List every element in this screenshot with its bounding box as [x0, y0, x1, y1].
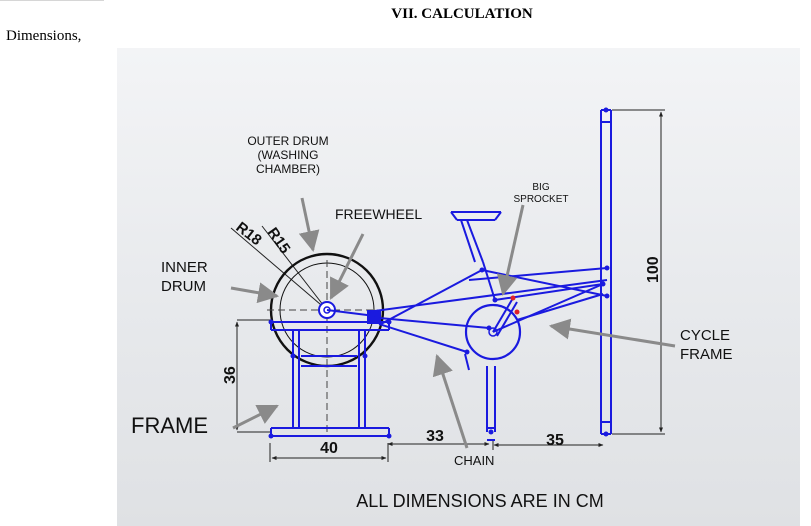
radius-r18-label: R18 — [233, 219, 265, 249]
dimension-lines — [230, 109, 665, 462]
height-100-label: 100 — [645, 256, 662, 283]
chain-label: CHAIN — [454, 453, 494, 468]
outer-drum-label: (WASHING — [258, 148, 319, 162]
height-36-label: 36 — [222, 366, 239, 384]
diagram-labels: OUTER DRUM (WASHING CHAMBER) FREEWHEEL I… — [131, 134, 733, 511]
bicycle-washing-machine-diagram: OUTER DRUM (WASHING CHAMBER) FREEWHEEL I… — [131, 107, 733, 511]
freewheel-label: FREEWHEEL — [335, 206, 422, 222]
inner-drum-label: DRUM — [161, 278, 206, 295]
big-sprocket-label: SPROCKET — [513, 194, 568, 205]
radius-r15-label: R15 — [264, 225, 294, 257]
diagram-canvas: OUTER DRUM (WASHING CHAMBER) FREEWHEEL I… — [117, 48, 800, 526]
drums — [267, 252, 387, 432]
big-sprocket-circle — [464, 303, 522, 361]
section-heading: VII. CALCULATION — [391, 6, 533, 22]
outer-drum-label: OUTER DRUM — [247, 134, 328, 148]
units-footnote: ALL DIMENSIONS ARE IN CM — [356, 491, 603, 511]
frame-label: FRAME — [131, 413, 208, 438]
frame-stand — [270, 309, 390, 437]
dimension-values: R18 R15 36 40 33 35 100 — [222, 219, 662, 457]
inner-drum-label: INNER — [161, 259, 208, 276]
gap-33-label: 33 — [426, 428, 444, 445]
cycle-frame — [366, 109, 612, 441]
intro-text: Dimensions, — [6, 28, 82, 44]
top-rule — [0, 0, 104, 1]
freewheel-block — [367, 310, 381, 324]
cycle-frame-label: FRAME — [680, 346, 733, 363]
leader-arrows — [230, 197, 676, 449]
cycle-frame-label: CYCLE — [680, 327, 730, 344]
big-sprocket-label: BIG — [532, 182, 549, 193]
outer-drum-label: CHAMBER) — [256, 162, 320, 176]
joint-markers — [268, 107, 610, 439]
gap-35-label: 35 — [546, 432, 564, 449]
width-40-label: 40 — [320, 440, 338, 457]
sprocket-highlight — [510, 295, 520, 315]
